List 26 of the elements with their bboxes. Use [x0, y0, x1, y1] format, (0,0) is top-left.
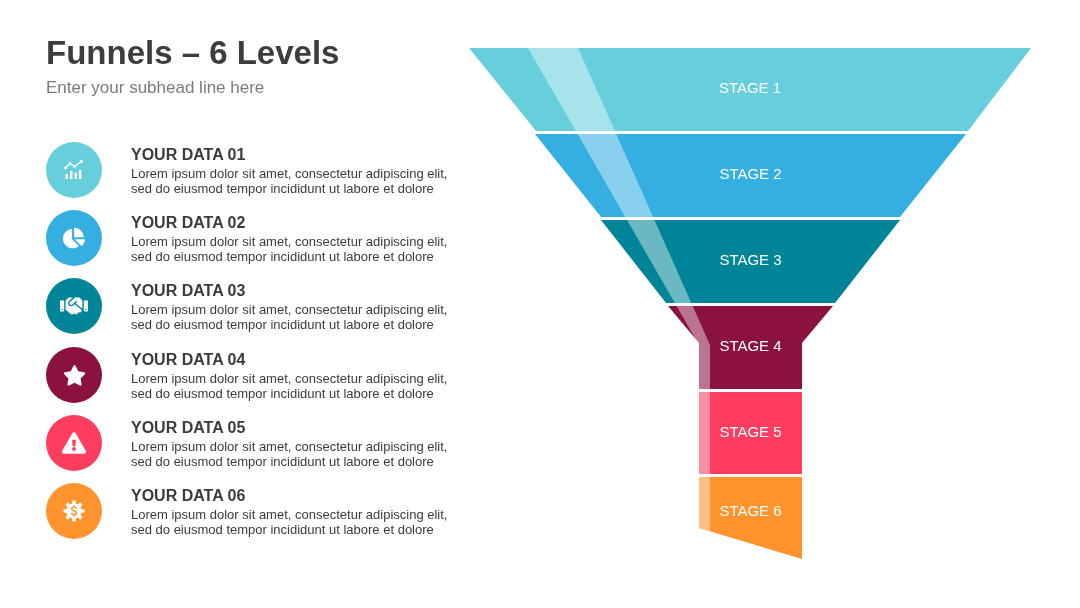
funnel-stage [601, 220, 900, 303]
item-heading: YOUR DATA 03 [131, 282, 246, 300]
funnel-stage [699, 477, 802, 559]
item-description: Lorem ipsum dolor sit amet, consectetur adipiscing elit, sed do eiusmod tempor incididunt ut labore et dolore [131, 507, 449, 537]
stage-label: STAGE 2 [719, 165, 782, 183]
item-description: Lorem ipsum dolor sit amet, consectetur adipiscing elit, sed do eiusmod tempor incididunt ut labore et dolore [131, 166, 449, 196]
title: Funnels – 6 Levels [46, 33, 340, 73]
stage-label: STAGE 3 [719, 251, 782, 269]
stage-label: STAGE 6 [719, 502, 782, 520]
item-heading: YOUR DATA 01 [131, 146, 246, 164]
item-heading: YOUR DATA 06 [131, 487, 246, 505]
stage-label: STAGE 1 [718, 79, 782, 97]
funnel-stage [535, 134, 966, 217]
item-description: Lorem ipsum dolor sit amet, consectetur adipiscing elit, sed do eiusmod tempor incididunt ut labore et dolore [131, 302, 449, 332]
stage-label: STAGE 5 [719, 423, 782, 441]
funnel-stage [668, 306, 833, 389]
item-heading: YOUR DATA 02 [131, 214, 246, 232]
item-heading: YOUR DATA 04 [131, 351, 246, 369]
funnel-stage [469, 48, 1031, 131]
item-heading: YOUR DATA 05 [131, 419, 246, 437]
subtitle: Enter your subhead line here [46, 77, 265, 99]
funnel-stage [699, 392, 802, 474]
item-description: Lorem ipsum dolor sit amet, consectetur adipiscing elit, sed do eiusmod tempor incididunt ut labore et dolore [131, 371, 449, 401]
item-description: Lorem ipsum dolor sit amet, consectetur adipiscing elit, sed do eiusmod tempor incididunt ut labore et dolore [131, 234, 449, 264]
item-description: Lorem ipsum dolor sit amet, consectetur adipiscing elit, sed do eiusmod tempor incididunt ut labore et dolore [131, 439, 449, 469]
stage-label: STAGE 4 [719, 337, 782, 355]
